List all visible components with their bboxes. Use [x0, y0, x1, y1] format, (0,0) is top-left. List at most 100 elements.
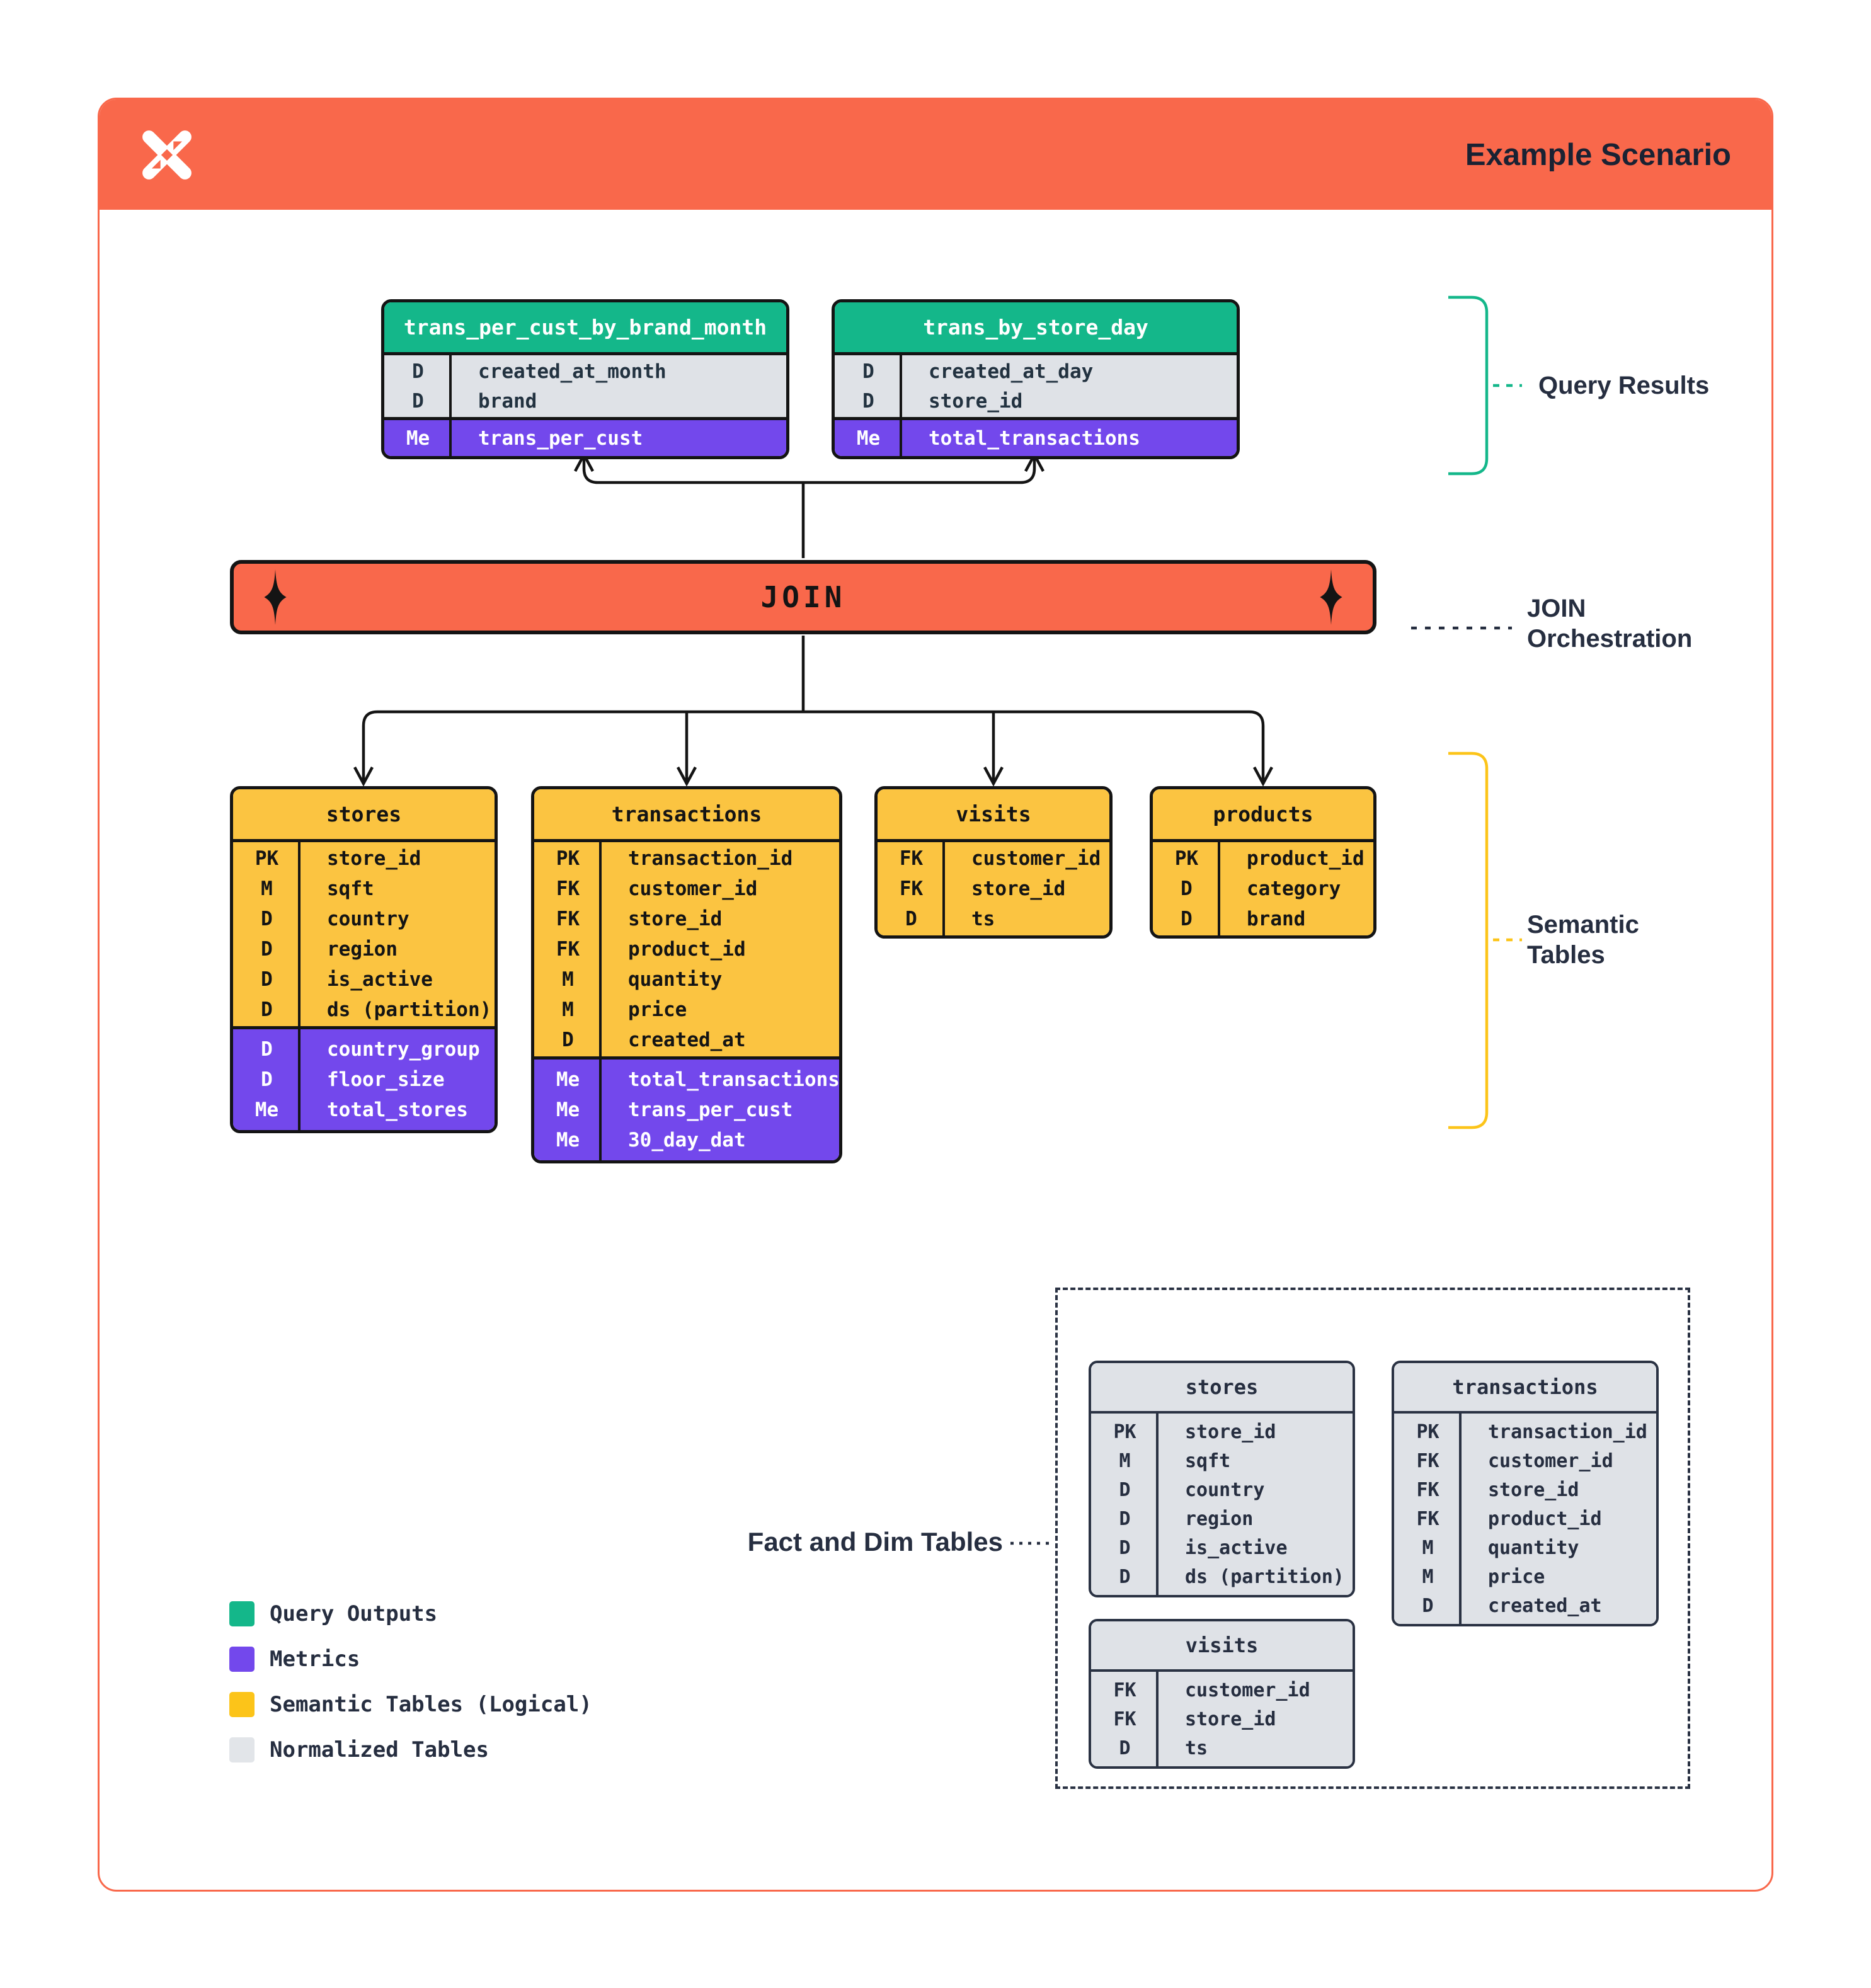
field-key: D	[862, 360, 874, 383]
field-key: PK	[255, 847, 279, 870]
field-name: ds (partition)	[327, 998, 492, 1021]
table-row: PK product_id	[1153, 843, 1373, 874]
field-name: country	[327, 908, 409, 930]
field-name: total_transactions	[929, 426, 1140, 450]
field-name: category	[1247, 877, 1341, 900]
join-orchestration-bar: JOIN	[230, 560, 1376, 634]
field-name: product_id	[1247, 847, 1365, 870]
field-key: FK	[556, 877, 580, 900]
field-name: is_active	[327, 968, 433, 991]
field-key: D	[261, 968, 273, 991]
join-orchestration-label-line2: Orchestration	[1527, 625, 1693, 653]
field-key: M	[261, 877, 273, 900]
field-key: D	[261, 908, 273, 930]
join-orchestration-label: JOIN Orchestration	[1527, 593, 1692, 654]
table-row: D region	[233, 934, 495, 964]
table-row: FK customer_id	[1394, 1446, 1656, 1475]
legend-label: Metrics	[270, 1647, 360, 1672]
field-name: store_id	[1185, 1420, 1276, 1443]
field-key: D	[261, 1038, 273, 1061]
table-row: D created_at	[534, 1025, 839, 1055]
legend-item: Metrics	[229, 1637, 592, 1682]
field-name: customer_id	[1185, 1679, 1310, 1701]
field-key: PK	[1113, 1420, 1136, 1443]
field-key: M	[1422, 1565, 1434, 1588]
table-row: D brand	[1153, 904, 1373, 934]
field-name: quantity	[1488, 1536, 1579, 1559]
field-key: FK	[1416, 1449, 1439, 1472]
table-row: FK store_id	[534, 904, 839, 934]
metric-row: Me total_stores	[233, 1095, 495, 1125]
field-key: Me	[255, 1099, 279, 1121]
table-row: FK store_id	[1394, 1475, 1656, 1504]
field-name: price	[628, 998, 687, 1021]
table-title: trans_by_store_day	[835, 302, 1237, 355]
query-results-label: Query Results	[1538, 372, 1710, 399]
legend-swatch	[229, 1737, 255, 1762]
legend-swatch	[229, 1647, 255, 1672]
join-label: JOIN	[760, 580, 846, 614]
field-name: brand	[1247, 908, 1306, 930]
semantic-table-products: products PK product_id D category D bran…	[1150, 786, 1376, 939]
table-row: D category	[1153, 874, 1373, 904]
table-row: M quantity	[534, 964, 839, 995]
card-header: Example Scenario	[100, 100, 1771, 210]
field-key: M	[562, 968, 574, 991]
field-name: country_group	[327, 1038, 480, 1061]
field-name: customer_id	[1488, 1449, 1613, 1472]
field-name: ts	[971, 908, 995, 930]
table-row: D store_id	[835, 386, 1237, 416]
table-title: trans_per_cust_by_brand_month	[384, 302, 786, 355]
field-name: trans_per_cust	[478, 426, 643, 450]
field-key: D	[905, 908, 917, 930]
field-name: product_id	[1488, 1507, 1602, 1530]
semantic-tables-label: Semantic Tables	[1527, 910, 1639, 970]
field-key: D	[1119, 1565, 1131, 1588]
field-name: store_id	[1185, 1708, 1276, 1730]
table-row: D created_at_month	[384, 357, 786, 386]
field-name: ds (partition)	[1185, 1565, 1344, 1588]
table-title: transactions	[534, 789, 839, 842]
field-name: store_id	[1488, 1478, 1579, 1501]
field-key: D	[1119, 1478, 1131, 1501]
table-row: D country	[233, 904, 495, 934]
field-key: D	[1181, 908, 1193, 930]
table-row: M sqft	[1091, 1446, 1353, 1475]
table-row: FK customer_id	[1091, 1676, 1353, 1705]
field-key: FK	[1113, 1708, 1136, 1730]
table-row: FK store_id	[1091, 1705, 1353, 1734]
table-row: FK product_id	[534, 934, 839, 964]
table-row: PK transaction_id	[1394, 1417, 1656, 1446]
semantic-table-stores: stores PK store_id M sqft D country	[230, 786, 498, 1133]
field-key: M	[1119, 1449, 1131, 1472]
field-key: FK	[899, 877, 924, 900]
field-key: D	[1119, 1737, 1131, 1759]
field-name: region	[1185, 1507, 1254, 1530]
field-name: product_id	[628, 938, 746, 961]
field-name: store_id	[327, 847, 421, 870]
field-key: Me	[556, 1129, 580, 1151]
semantic-tables-label-line1: Semantic	[1527, 911, 1639, 939]
table-row: D is_active	[1091, 1533, 1353, 1562]
field-key: Me	[856, 426, 881, 450]
legend-swatch	[229, 1601, 255, 1626]
normalized-table-transactions: transactions PK transaction_id FK custom…	[1392, 1361, 1659, 1626]
pinwheel-x-logo-icon	[142, 130, 192, 180]
normalized-table-visits: visits FK customer_id FK store_id D ts	[1089, 1619, 1355, 1769]
field-key: D	[1119, 1536, 1131, 1559]
field-key: M	[562, 998, 574, 1021]
table-title: stores	[1091, 1363, 1353, 1414]
table-row: D created_at_day	[835, 357, 1237, 386]
field-key: FK	[556, 908, 580, 930]
table-row: D created_at	[1394, 1591, 1656, 1620]
semantic-tables-label-line2: Tables	[1527, 941, 1605, 969]
field-name: ts	[1185, 1737, 1208, 1759]
field-key: D	[261, 1068, 273, 1091]
field-name: quantity	[628, 968, 723, 991]
legend-label: Normalized Tables	[270, 1737, 489, 1762]
metric-row: Me total_transactions	[835, 423, 1237, 453]
field-key: D	[412, 360, 424, 383]
field-key: D	[261, 998, 273, 1021]
field-name: brand	[478, 389, 537, 413]
